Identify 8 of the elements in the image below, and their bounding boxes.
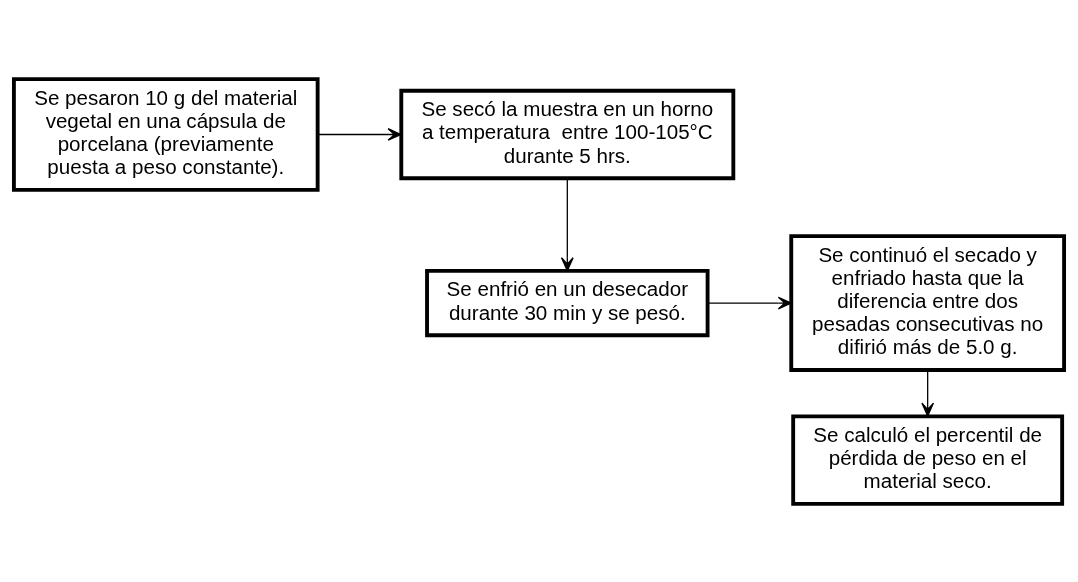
node-box: Se calculó el percentil de pérdida de peso en el material seco.: [791, 413, 1065, 506]
node-box: Se pesaron 10 g del material vegetal en una cápsula de porcelana (previamente puesta a peso constante).: [12, 76, 320, 192]
node-box: Se secó la muestra en un horno a temperatura entre 100-105°C durante 5 hrs.: [399, 88, 736, 180]
node-box: Se enfrió en un desecador durante 30 min y se pesó.: [425, 268, 710, 337]
arrow: [317, 127, 402, 141]
node-box: Se continuó el secado y enfriado hasta que la diferencia entre dos pesadas consecutivas no difirió más de 5.0 g.: [789, 233, 1066, 372]
arrow: [707, 296, 792, 309]
arrow: [560, 177, 574, 271]
